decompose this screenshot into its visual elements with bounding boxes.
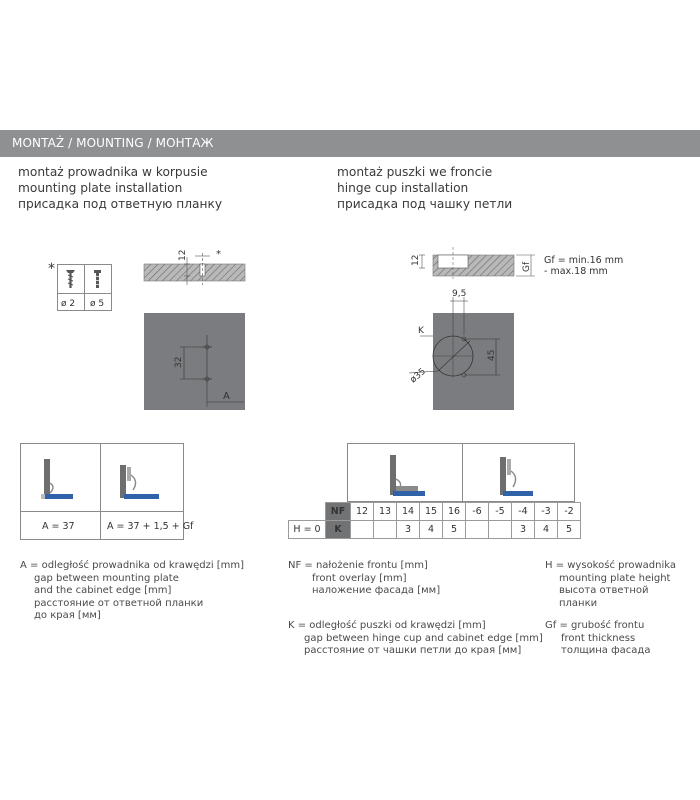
dim-32: 32: [174, 357, 184, 368]
left-title-en: mounting plate installation: [18, 181, 183, 195]
dim-a: A: [223, 391, 230, 402]
legend-a: A = odległość prowadnika od krawędzi [mm…: [20, 560, 245, 621]
half-overlay-cup-icon: [500, 457, 533, 496]
k-row: H = 0 K 3 4 5 3 4 5: [288, 520, 581, 539]
right-title-ru: присадка под чашку петли: [337, 197, 513, 211]
screw-diameter-2: ø 2: [61, 299, 75, 309]
k-cell: 3: [396, 520, 420, 539]
screw-diameter-5: ø 5: [90, 299, 104, 309]
left-title-ru: присадка под ответную планку: [18, 197, 223, 211]
cup-bore: [437, 254, 469, 269]
legend-gf: Gf = grubość frontu front thickness толщ…: [545, 620, 651, 656]
dim-k: K: [418, 326, 425, 336]
hinge-cup-drawing: 12 Gf Gf = min.16 mm - max.18 mm 9,5 ø35…: [409, 247, 623, 410]
h-label: H = 0: [288, 520, 326, 539]
section-title: MONTAŻ / MOUNTING / МОНТАЖ: [12, 136, 214, 150]
nf-icon-row: [347, 443, 575, 502]
k-cell: 5: [557, 520, 581, 539]
nf-cell: -5: [488, 502, 512, 521]
dim-45: 45: [487, 350, 497, 361]
dim-35: ø35: [409, 367, 428, 386]
right-section-title: montaż puszki we froncie hinge cup insta…: [337, 164, 512, 212]
nf-cell: 13: [373, 502, 397, 521]
k-cell: [488, 520, 512, 539]
nf-label: NF: [325, 502, 351, 521]
nf-cell: -4: [511, 502, 535, 521]
screw-asterisk: *: [48, 261, 55, 277]
dim-gf: Gf: [522, 261, 532, 272]
a-value-half: A = 37 + 1,5 + Gf: [107, 521, 194, 532]
nf-cell: 16: [442, 502, 466, 521]
right-title-en: hinge cup installation: [337, 181, 469, 195]
k-cell: [373, 520, 397, 539]
door-panel: [433, 313, 514, 410]
nf-cell: 14: [396, 502, 420, 521]
k-cell: 3: [511, 520, 535, 539]
dim-12-left: 12: [178, 250, 188, 261]
legend-nf: NF = nałożenie frontu [mm] front overlay…: [288, 560, 441, 596]
k-cell: 5: [442, 520, 466, 539]
nf-cell: 15: [419, 502, 443, 521]
k-label: K: [325, 520, 351, 539]
screw-table: * ø 2 ø 5: [48, 261, 112, 311]
gf-min-label: Gf = min.16 mm: [544, 255, 623, 266]
legend-k: K = odległość puszki od krawędzi [mm] ga…: [288, 620, 543, 656]
gf-max-label: - max.18 mm: [544, 266, 608, 277]
legend-h: H = wysokość prowadnika mounting plate h…: [545, 560, 676, 609]
k-cell: [350, 520, 374, 539]
half-overlay-hinge-icon: [120, 465, 159, 499]
nf-row: NF 12 13 14 15 16 -6 -5 -4 -3 -2: [289, 502, 581, 521]
dim-9-5: 9,5: [452, 289, 466, 299]
cabinet-panel: [144, 313, 245, 410]
wood-screw-icon: [66, 270, 75, 288]
dim-12-right: 12: [411, 255, 421, 266]
left-title-pl: montaż prowadnika w korpusie: [18, 165, 208, 179]
nf-cell: -3: [534, 502, 558, 521]
panel-cross-section: [143, 263, 246, 282]
left-section-title: montaż prowadnika w korpusie mounting pl…: [18, 164, 222, 212]
nf-k-table: NF 12 13 14 15 16 -6 -5 -4 -3 -2 H = 0 K…: [288, 502, 581, 539]
mounting-plate-drawing: 12 * 32 A: [143, 249, 246, 410]
full-overlay-hinge-icon: [41, 459, 73, 499]
a-table: A = 37 A = 37 + 1,5 + Gf: [20, 443, 194, 540]
section-header-bar: MONTAŻ / MOUNTING / МОНТАЖ: [0, 130, 700, 157]
k-cell: 4: [419, 520, 443, 539]
a-value-full: A = 37: [42, 521, 75, 532]
k-cell: [465, 520, 489, 539]
k-cell: 4: [534, 520, 558, 539]
drawing-asterisk: *: [216, 249, 221, 260]
nf-cell: -6: [465, 502, 489, 521]
nf-cell: 12: [350, 502, 374, 521]
nf-cell: -2: [557, 502, 581, 521]
right-title-pl: montaż puszki we froncie: [337, 165, 493, 179]
euro-screw-icon: [94, 270, 101, 288]
full-overlay-cup-icon: [390, 455, 425, 496]
